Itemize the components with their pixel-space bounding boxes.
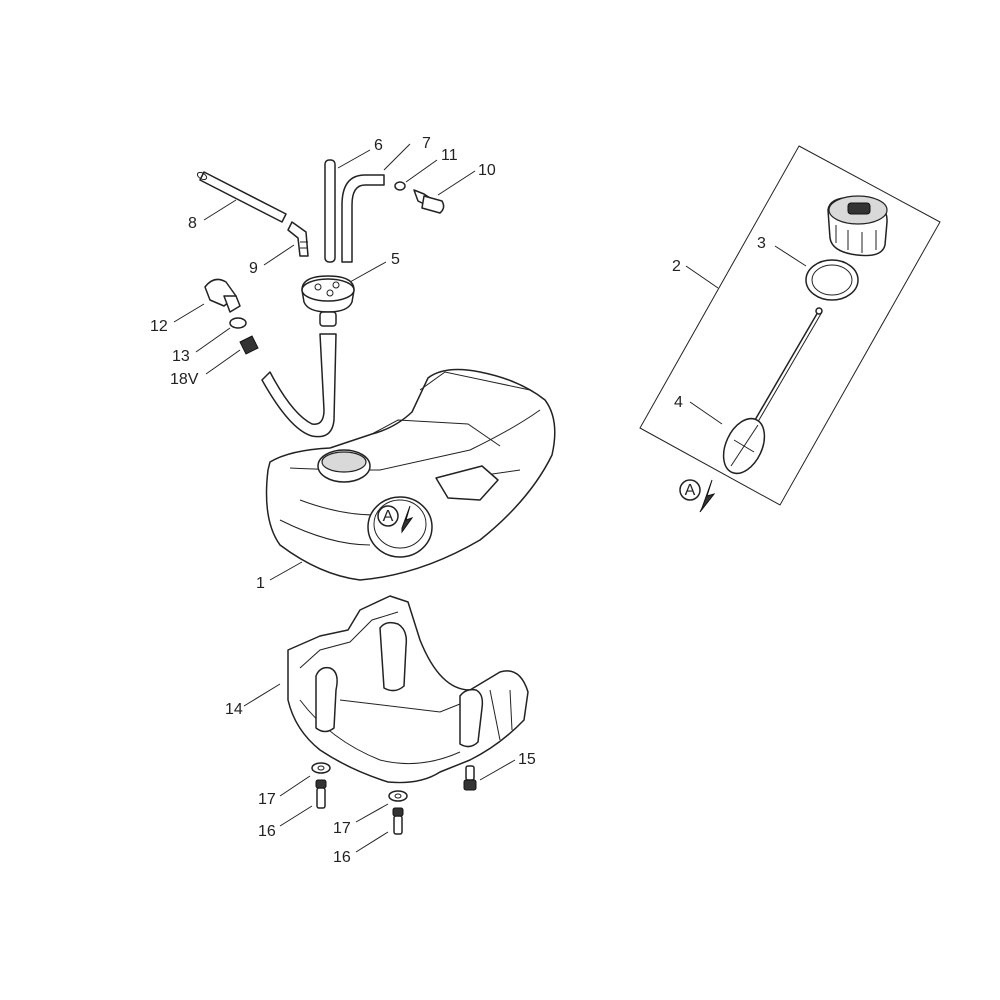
fuel-tank[interactable] [265,368,556,581]
label-part-7[interactable]: 7 [422,135,431,152]
tank-cradle[interactable] [287,595,529,784]
label-part-14[interactable]: 14 [225,701,243,718]
label-part-4[interactable]: 4 [674,394,683,411]
leader-lines [173,143,807,853]
label-part-17-left[interactable]: 17 [258,791,276,808]
label-part-3[interactable]: 3 [757,235,766,252]
label-part-17-right[interactable]: 17 [333,820,351,837]
washer-right[interactable] [388,790,408,802]
o-ring[interactable] [229,317,247,329]
label-part-16-right[interactable]: 16 [333,849,351,866]
fuel-strainer[interactable] [715,307,823,480]
cap-gasket[interactable] [805,259,859,301]
label-part-8[interactable]: 8 [188,215,197,232]
elbow-fitting[interactable] [287,221,309,257]
bolt-left[interactable] [315,779,327,809]
label-part-5[interactable]: 5 [391,251,400,268]
washer-left[interactable] [311,762,331,774]
fuel-line[interactable] [261,333,337,438]
label-part-11[interactable]: 11 [441,147,458,164]
bolt-right[interactable] [392,807,404,835]
part-labels: 6 7 11 10 8 9 5 12 13 18V 2 3 4 1 14 15 … [150,135,766,866]
fuel-hose-long[interactable] [196,171,287,223]
o-ring-small[interactable] [394,181,406,191]
label-part-6[interactable]: 6 [374,137,383,154]
label-part-9[interactable]: 9 [249,260,258,277]
bolt-15[interactable] [463,765,477,791]
grommet[interactable] [301,275,355,327]
cap-assembly-box [639,145,941,506]
label-part-10[interactable]: 10 [478,162,496,179]
marker-a-tank-text: A [383,508,394,525]
label-part-1[interactable]: 1 [256,575,265,592]
marker-a-tank: A [377,505,414,534]
label-part-12[interactable]: 12 [150,318,168,335]
fuel-tube-straight[interactable] [324,159,336,263]
fuel-filter[interactable] [204,278,241,313]
label-part-15[interactable]: 15 [518,751,536,768]
fuel-cap[interactable] [827,195,888,257]
vent-valve[interactable] [413,189,445,214]
label-part-2[interactable]: 2 [672,258,681,275]
marker-a-box-text: A [685,482,696,499]
filter-fitting[interactable] [239,335,259,355]
label-part-16-left[interactable]: 16 [258,823,276,840]
marker-a-box: A [679,479,716,513]
label-part-18v[interactable]: 18V [170,371,199,388]
label-part-13[interactable]: 13 [172,348,190,365]
fuel-tube-bent[interactable] [341,174,385,263]
